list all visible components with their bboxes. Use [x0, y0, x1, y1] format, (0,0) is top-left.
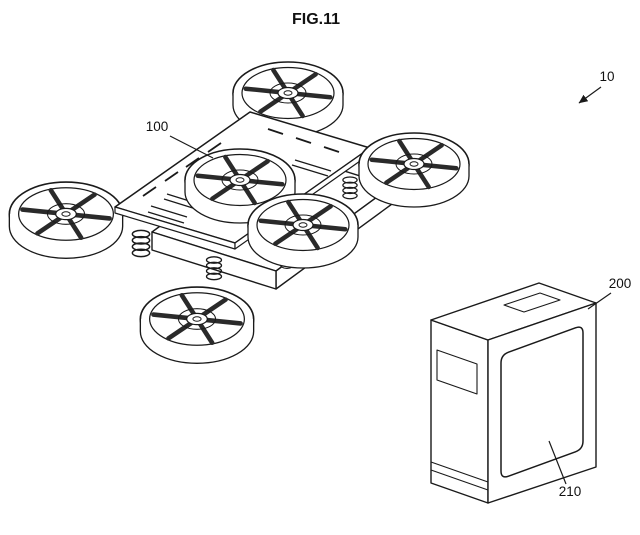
leader-200 — [587, 292, 612, 310]
device-top-slot — [503, 292, 561, 313]
figure-title: FIG.11 — [292, 11, 340, 28]
label-210: 210 — [559, 484, 582, 499]
right-ducted-fan — [359, 133, 469, 207]
leader-100 — [169, 135, 214, 159]
device-front-face — [487, 302, 597, 504]
label-100: 100 — [146, 119, 169, 134]
label-200: 200 — [609, 276, 632, 291]
spring-left — [131, 229, 151, 258]
leader-210 — [548, 440, 567, 485]
drone-assembly — [9, 62, 469, 363]
device-base-foot — [430, 461, 489, 491]
plate-vent-slits — [142, 128, 340, 197]
reference-labels: 10 100 200 210 — [146, 69, 632, 499]
device-display-screen — [500, 326, 584, 478]
device-left-face — [430, 319, 489, 504]
device-side-panel — [436, 349, 478, 395]
left-ducted-fan — [9, 182, 122, 258]
front-ducted-fan — [140, 287, 253, 363]
center-fan-right — [248, 194, 358, 268]
leader-10 — [578, 86, 602, 104]
label-10: 10 — [599, 69, 614, 84]
plate-slots — [147, 159, 332, 224]
external-device — [430, 282, 597, 504]
